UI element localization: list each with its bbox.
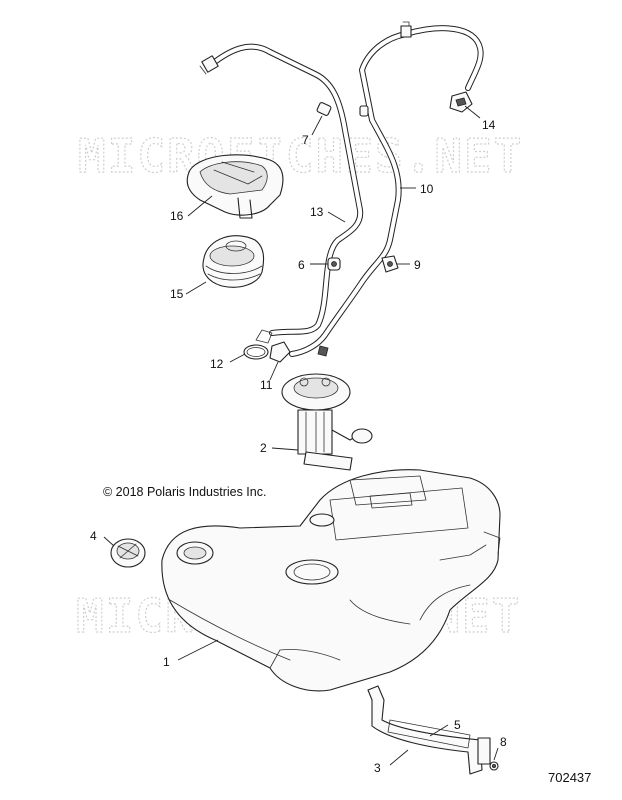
clamp-12 (243, 344, 269, 360)
watermark-top: MICROFICHES.NET (78, 129, 523, 183)
fuel-hose-10 (289, 21, 484, 357)
fitting-11 (269, 341, 329, 363)
callout-2: 2 (260, 441, 267, 455)
filler-cap-4 (110, 538, 146, 568)
callout-9: 9 (414, 258, 421, 272)
callout-10: 10 (420, 182, 434, 196)
diagram-number: 702437 (548, 770, 591, 785)
callout-7: 7 (302, 133, 309, 147)
callout-6: 6 (298, 258, 305, 272)
leader-lines (103, 105, 499, 766)
callout-4: 4 (90, 529, 97, 543)
callout-11: 11 (260, 378, 273, 392)
callout-16: 16 (170, 209, 184, 223)
clamp-7 (316, 102, 369, 117)
clamp-6 (327, 257, 341, 271)
fuel-cap-15 (202, 235, 265, 288)
callout-3: 3 (374, 761, 381, 775)
tank-strap-5 (367, 685, 491, 775)
callout-14: 14 (482, 118, 496, 132)
callout-1: 1 (163, 655, 170, 669)
clamp-9 (381, 255, 399, 273)
callout-12: 12 (210, 357, 224, 371)
fuel-hose-13 (199, 43, 364, 344)
callout-5: 5 (454, 718, 461, 732)
callout-15: 15 (170, 287, 184, 301)
fuel-tank-1 (161, 469, 501, 692)
copyright-notice: © 2018 Polaris Industries Inc. (103, 485, 266, 499)
callout-8: 8 (500, 735, 507, 749)
fastener-8 (489, 761, 499, 771)
filler-housing-16 (186, 154, 284, 219)
fuel-pump-2 (281, 373, 373, 471)
callout-13: 13 (310, 205, 324, 219)
